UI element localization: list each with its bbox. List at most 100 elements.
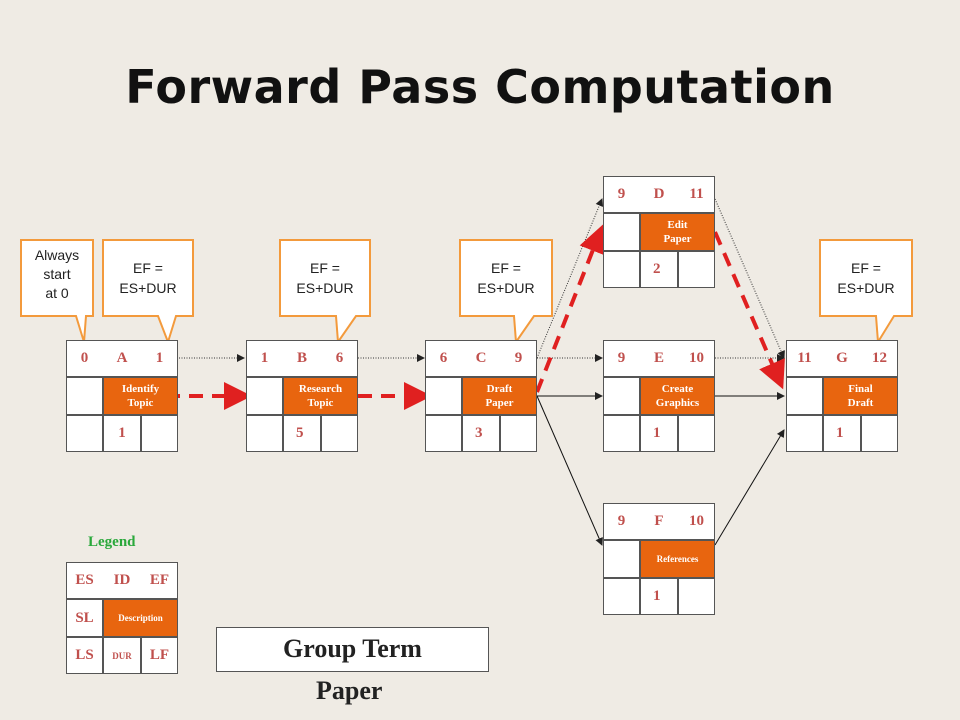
callout-ef2: EF = ES+DUR	[280, 258, 370, 298]
activity-node-b: 1 B 6 Research Topic 5	[246, 340, 358, 452]
node-header	[603, 340, 715, 377]
node-sl	[66, 377, 103, 415]
node-dur: 1	[640, 578, 678, 615]
node-dur: 2	[640, 251, 678, 288]
node-es: 9	[617, 513, 626, 529]
node-lf	[678, 251, 715, 288]
node-dur: 3	[462, 415, 500, 452]
desc-line: Topic	[127, 397, 154, 409]
node-ls	[603, 415, 640, 452]
desc-line: Paper	[485, 397, 514, 409]
activity-node-e: 9 E 10 Create Graphics 1	[603, 340, 715, 452]
node-id: D	[653, 186, 665, 202]
desc-line: Final	[848, 383, 873, 395]
group-label-line-2: Paper	[316, 676, 383, 705]
node-ef: 1	[155, 350, 164, 366]
node-ls	[66, 415, 103, 452]
desc-line: Edit	[667, 219, 688, 231]
node-es: 9	[617, 186, 626, 202]
group-label-box	[216, 627, 489, 672]
node-es: 9	[617, 350, 626, 366]
legend-id: ID	[113, 572, 131, 588]
group-label-line-1: Group Term	[283, 634, 422, 663]
node-sl	[603, 213, 640, 251]
desc-line: Graphics	[655, 397, 700, 409]
node-ef: 12	[872, 350, 887, 366]
desc-line: Topic	[307, 397, 334, 409]
node-dur: 5	[283, 415, 321, 452]
node-sl	[603, 540, 640, 578]
critical-path-c-d	[535, 224, 606, 393]
legend-ef: EF	[149, 572, 170, 588]
node-id: A	[116, 350, 128, 366]
page-title: Forward Pass Computation	[125, 60, 835, 114]
node-ls	[786, 415, 823, 452]
activity-node-a: 0 A 1 Identify Topic 1	[66, 340, 178, 452]
node-lf	[141, 415, 178, 452]
legend-node: ES ID EF SL Description LS DUR LF	[66, 562, 178, 674]
node-sl	[246, 377, 283, 415]
callout-always: Always start at 0	[21, 246, 93, 303]
callout-line: EF =	[133, 260, 163, 276]
node-description: Identify Topic	[103, 377, 178, 415]
node-ef: 11	[689, 186, 704, 202]
desc-line: Draft	[486, 383, 513, 395]
desc-line: Paper	[663, 233, 692, 245]
node-header	[66, 340, 178, 377]
callout-line: ES+DUR	[477, 280, 535, 296]
node-ef: 10	[689, 513, 704, 529]
node-lf	[321, 415, 358, 452]
activity-node-c: 6 C 9 Draft Paper 3	[425, 340, 537, 452]
callout-line: Always	[34, 247, 80, 263]
critical-path-d-g	[713, 231, 785, 390]
legend-lf: LF	[141, 637, 178, 674]
node-sl	[603, 377, 640, 415]
node-description: Draft Paper	[462, 377, 537, 415]
node-lf	[500, 415, 537, 452]
desc-line: Research	[298, 383, 343, 395]
node-lf	[861, 415, 898, 452]
node-ef: 6	[335, 350, 344, 366]
node-es: 6	[439, 350, 448, 366]
node-description: Final Draft	[823, 377, 898, 415]
node-dur: 1	[823, 415, 861, 452]
legend-ls: LS	[66, 637, 103, 674]
node-header	[603, 503, 715, 540]
node-sl	[786, 377, 823, 415]
connector-f-g	[714, 429, 785, 546]
node-ls	[425, 415, 462, 452]
callout-line: ES+DUR	[119, 280, 177, 296]
node-ls	[603, 251, 640, 288]
legend-es: ES	[75, 572, 94, 588]
node-ls	[246, 415, 283, 452]
node-dur: 1	[103, 415, 141, 452]
node-es: 1	[260, 350, 269, 366]
node-id: C	[475, 350, 487, 366]
connector-d-g	[714, 198, 785, 359]
callout-ef1: EF = ES+DUR	[103, 258, 193, 298]
node-id: G	[836, 350, 848, 366]
callout-ef4: EF = ES+DUR	[820, 258, 912, 298]
node-ef: 9	[514, 350, 523, 366]
legend-description: Description	[103, 599, 178, 637]
desc-line: References	[656, 554, 699, 564]
node-description: References	[640, 540, 715, 578]
desc-line: Identify	[121, 383, 160, 395]
node-description: Create Graphics	[640, 377, 715, 415]
callout-line: ES+DUR	[296, 280, 354, 296]
node-sl	[425, 377, 462, 415]
callout-line: EF =	[310, 260, 340, 276]
legend-dur: DUR	[103, 637, 141, 674]
node-ef: 10	[689, 350, 704, 366]
node-header	[425, 340, 537, 377]
callout-ef3: EF = ES+DUR	[460, 258, 552, 298]
node-description: Edit Paper	[640, 213, 715, 251]
node-id: B	[296, 350, 307, 366]
node-id: F	[654, 513, 664, 529]
node-header	[786, 340, 898, 377]
node-header	[246, 340, 358, 377]
desc-line: Draft	[847, 397, 874, 409]
connector-c-f	[536, 395, 603, 546]
node-dur: 1	[640, 415, 678, 452]
node-id: E	[653, 350, 664, 366]
